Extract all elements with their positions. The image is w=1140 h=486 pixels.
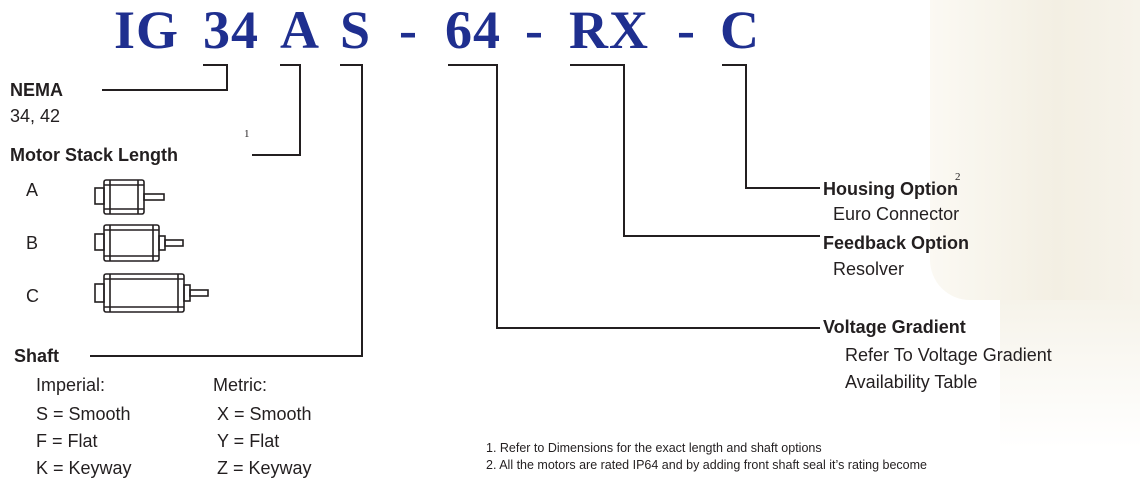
- housing-connector: [722, 64, 820, 189]
- voltage-connector: [448, 64, 820, 329]
- shaft-metric-item: X = Smooth: [217, 404, 312, 424]
- feedback-title: Feedback Option: [823, 233, 970, 253]
- housing-title: Housing Option: [823, 179, 958, 199]
- shaft-imperial-heading: Imperial:: [36, 375, 106, 395]
- shaft-connector: [90, 64, 363, 357]
- code-feedback: RX: [569, 0, 649, 60]
- shaft-title: Shaft: [14, 346, 59, 366]
- shaft-imperial-item: F = Flat: [36, 431, 98, 451]
- motor-short-icon: [94, 179, 165, 215]
- stack-option-b: B: [26, 233, 39, 253]
- shaft-metric-heading: Metric:: [213, 375, 267, 395]
- housing-footnote-ref: 2: [955, 171, 961, 183]
- stack-footnote-ref: 1: [244, 128, 250, 140]
- stack-connector: [252, 64, 301, 156]
- code-separator: -: [525, 0, 544, 60]
- voltage-note-line2: Availability Table: [845, 372, 978, 392]
- code-separator: -: [677, 0, 696, 60]
- stack-option-c: C: [26, 286, 39, 306]
- housing-value: Euro Connector: [833, 204, 960, 224]
- code-prefix: IG: [114, 0, 180, 60]
- shaft-imperial-item: K = Keyway: [36, 458, 132, 478]
- shaft-metric-item: Y = Flat: [217, 431, 280, 451]
- nema-connector: [102, 64, 228, 91]
- footnote-1: 1. Refer to Dimensions for the exact len…: [486, 441, 822, 455]
- background-decoration: [930, 0, 1140, 300]
- code-nema: 34: [203, 0, 259, 60]
- stack-title: Motor Stack Length: [10, 145, 179, 165]
- shaft-imperial-item: S = Smooth: [36, 404, 131, 424]
- code-housing: C: [720, 0, 760, 60]
- code-separator: -: [399, 0, 418, 60]
- voltage-note-line1: Refer To Voltage Gradient: [845, 345, 1052, 365]
- feedback-value: Resolver: [833, 259, 905, 279]
- stack-option-a: A: [26, 180, 39, 200]
- background-decoration-lower: [1000, 300, 1140, 486]
- nema-values: 34, 42: [10, 106, 61, 126]
- voltage-title: Voltage Gradient: [823, 317, 966, 337]
- motor-long-icon: [94, 273, 209, 313]
- footnote-2: 2. All the motors are rated IP64 and by …: [486, 458, 927, 472]
- feedback-connector: [570, 64, 820, 237]
- nema-title: NEMA: [10, 80, 63, 100]
- motor-medium-icon: [94, 224, 184, 262]
- code-shaft: S: [340, 0, 372, 60]
- code-voltage: 64: [445, 0, 501, 60]
- code-stack: A: [280, 0, 320, 60]
- shaft-metric-item: Z = Keyway: [217, 458, 312, 478]
